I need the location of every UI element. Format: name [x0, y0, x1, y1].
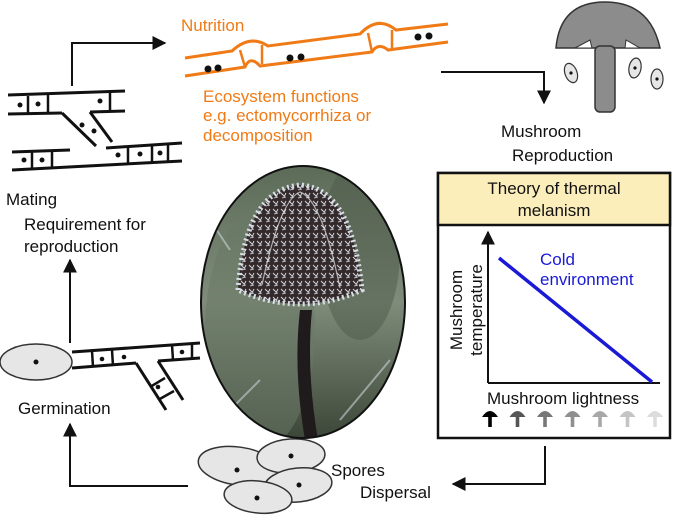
- dispersal-label: Dispersal: [360, 483, 431, 502]
- y-axis-label-line2: temperature: [467, 264, 486, 356]
- y-axis-label-line1: Mushroom: [447, 270, 466, 350]
- mating-label: Mating: [6, 190, 57, 209]
- lightness-mushroom-icon: [482, 411, 498, 427]
- lightness-mushroom-icon: [647, 411, 663, 427]
- germinating-spore-icon: [0, 341, 201, 411]
- nutrition-title: Nutrition: [181, 16, 244, 35]
- nutrition-nuclei: [204, 32, 433, 73]
- ecosystem-functions-line1: Ecosystem functions: [203, 87, 359, 106]
- curve-label-line2: environment: [540, 270, 634, 289]
- curve-label-line1: Cold: [540, 250, 575, 269]
- nuclei: [17, 98, 163, 163]
- spore-nuclei: [234, 453, 302, 501]
- lightness-mushroom-icon: [509, 411, 526, 427]
- cold-environment-line: [497, 256, 654, 384]
- mating-hyphae-icon: [7, 89, 183, 172]
- arrow-to-mushroom: [441, 71, 551, 105]
- lightness-mushroom-icon: [592, 411, 608, 427]
- germination-label: Germination: [18, 399, 111, 418]
- ecosystem-functions-line2: e.g. ectomycorrhiza or: [203, 106, 372, 125]
- spores-icon: [197, 438, 333, 515]
- photo-frame: [200, 165, 406, 439]
- arrow-to-nutrition: [71, 36, 167, 86]
- spores-label: Spores: [331, 461, 385, 480]
- lightness-mushroom-icon: [564, 411, 581, 427]
- reproduction-label: Reproduction: [512, 146, 613, 165]
- lightness-scale: [482, 411, 663, 427]
- lightness-mushroom-icon: [619, 411, 636, 427]
- mushroom-icon: [555, 1, 664, 113]
- nutrition-hyphae-icon: [184, 22, 449, 78]
- lightness-mushroom-icon: [537, 411, 553, 427]
- thermal-melanism-panel: Theory of thermal melanism Mushroom temp…: [436, 171, 672, 440]
- arrow-to-germination: [63, 422, 188, 487]
- x-axis-label: Mushroom lightness: [487, 389, 639, 408]
- mating-requirement-line2: reproduction: [24, 237, 119, 256]
- frosted-mushroom-photo: [201, 166, 405, 438]
- theory-title-line2: melanism: [518, 201, 591, 220]
- arrow-to-spores: [451, 446, 546, 491]
- mushroom-label-line1: Mushroom: [501, 122, 581, 141]
- ecosystem-functions-line3: decomposition: [203, 126, 313, 145]
- theory-title-line1: Theory of thermal: [487, 179, 620, 198]
- mating-requirement-line1: Requirement for: [24, 215, 146, 234]
